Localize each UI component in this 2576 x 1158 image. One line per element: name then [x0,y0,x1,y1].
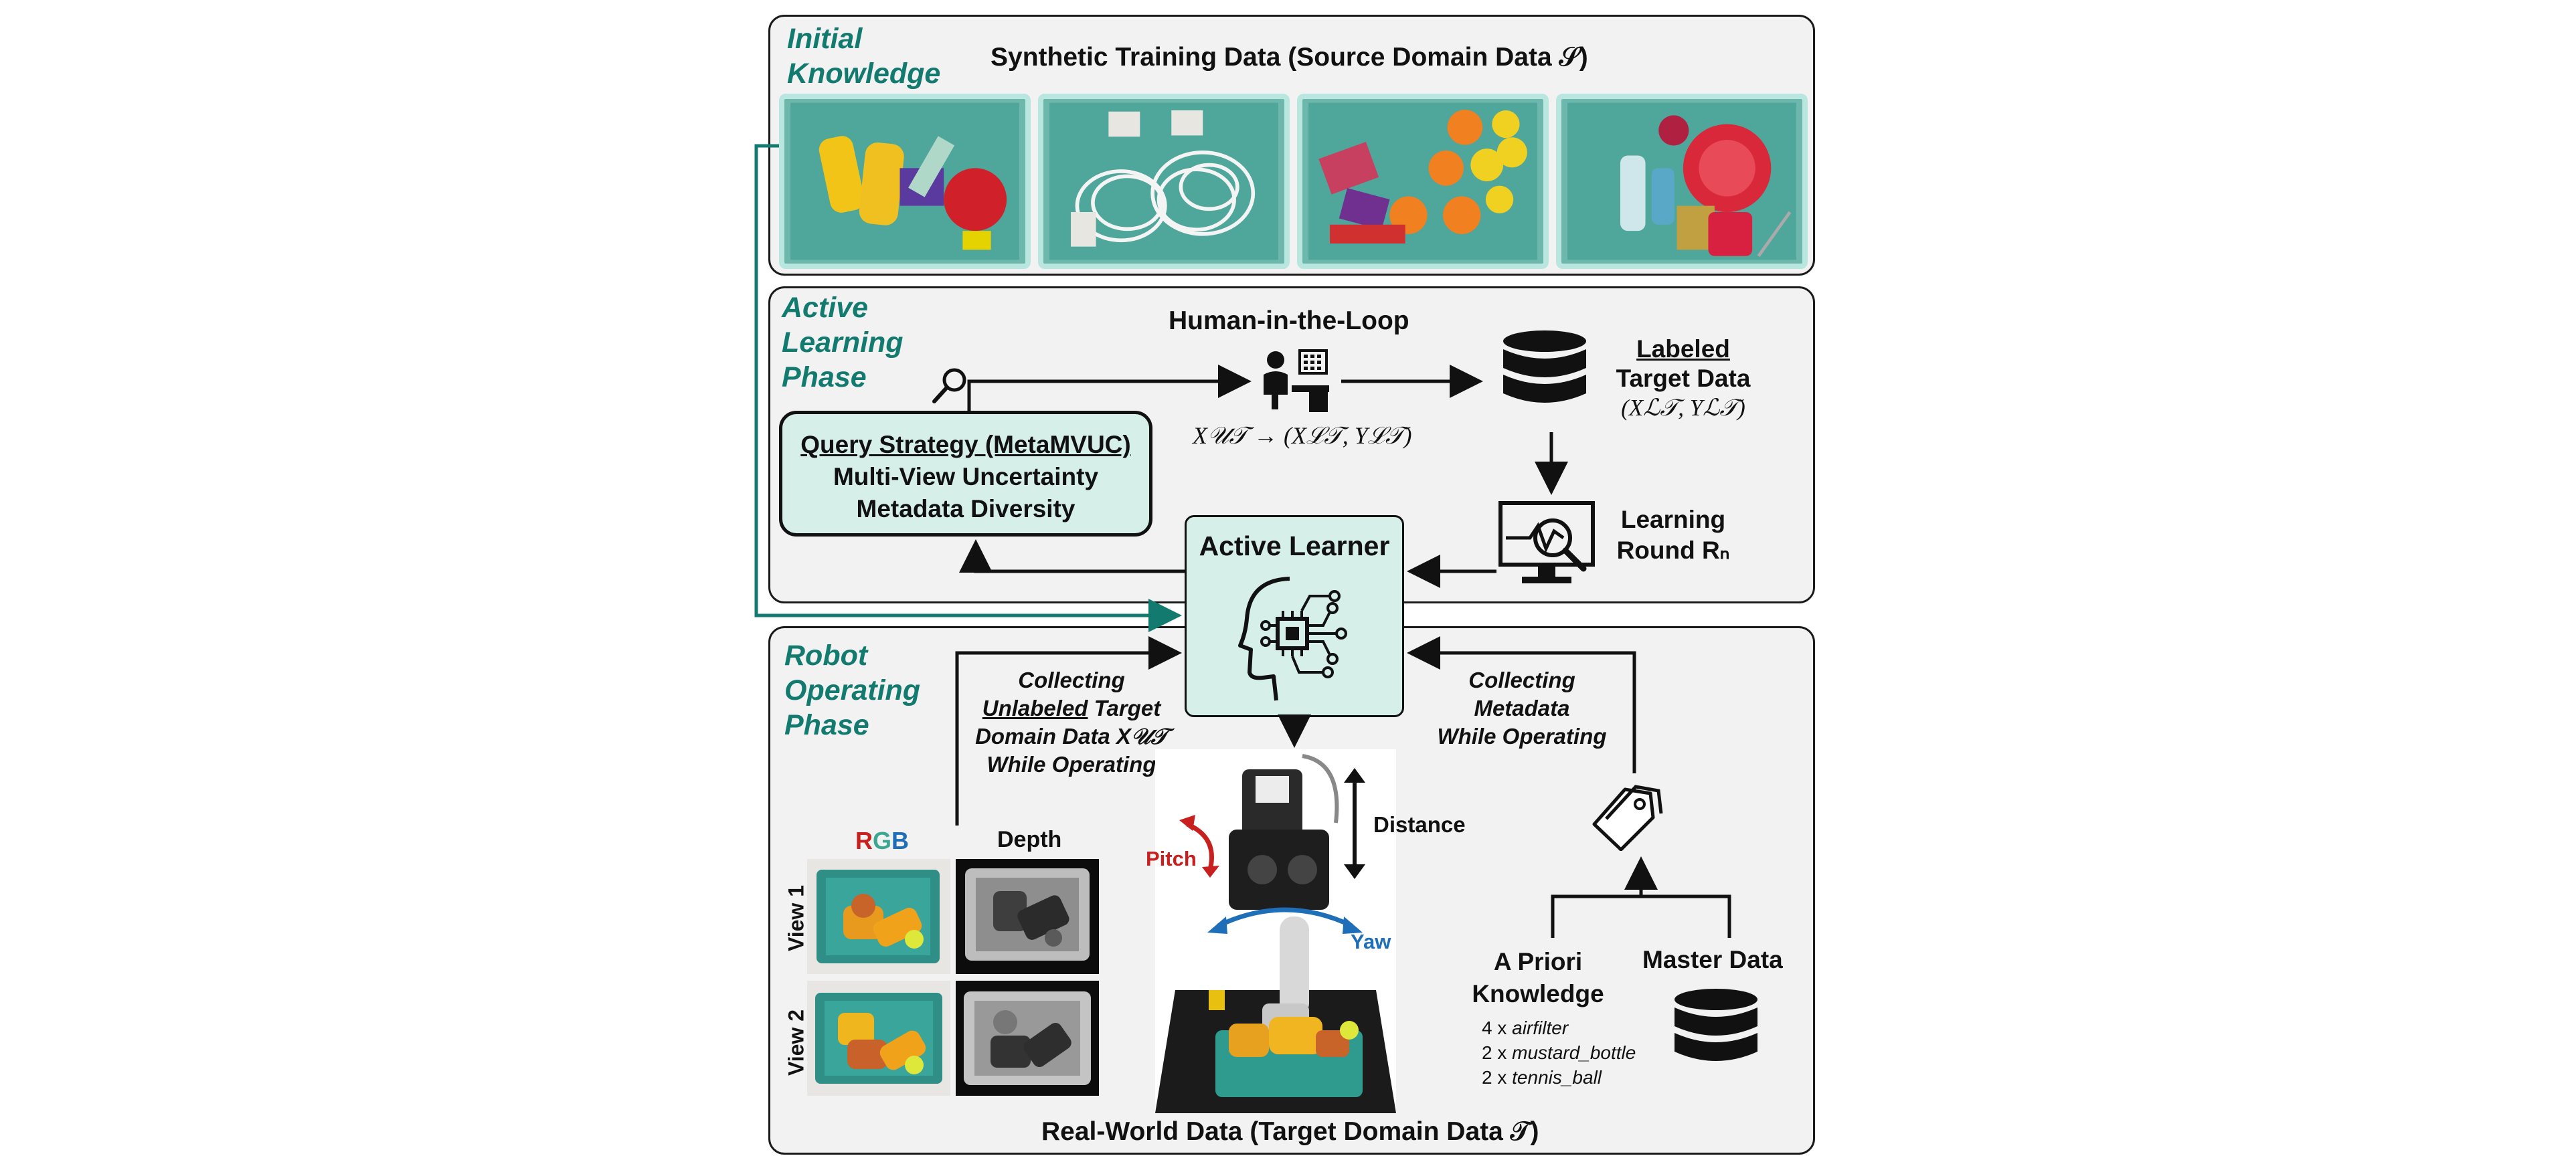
phase-word: Operating [784,674,921,706]
synthetic-tray-2 [1038,94,1290,269]
yaw-arrow-icon [1205,896,1365,937]
collecting-line1: Collecting [1018,668,1125,692]
phase-word: Learning [782,326,904,359]
rgb-label: RGB [855,827,909,855]
tag-icon [1586,777,1666,852]
rgb-b: B [891,827,910,854]
collecting-unlabeled-text: Collecting Unlabeled Target Domain Data … [961,666,1182,779]
query-strategy-line2: Metadata Diversity [856,495,1076,522]
unlabeled-word: Unlabeled [982,696,1088,720]
phase-word: Phase [782,361,867,393]
active-learner-title: Active Learner [1199,530,1390,561]
query-strategy-box: Query Strategy (MetaMVUC) Multi-View Unc… [779,411,1152,537]
learning-round: Learning Round Rₙ [1606,504,1740,566]
phase-word: Initial [787,23,863,55]
view-2-rgb-image [807,981,950,1096]
view-2-depth-image [956,981,1099,1096]
ai-head-icon [1236,572,1357,706]
collecting-line3: Domain Data X𝒰𝒯 [975,724,1168,749]
depth-label: Depth [997,827,1062,852]
a-priori-title: A Priori Knowledge [1464,946,1612,1010]
metadata-line1: Collecting [1468,668,1575,692]
synthetic-tray-3 [1297,94,1549,269]
view-1-rgb-image [807,859,950,974]
list-item: 4 x airfilter [1482,1018,1569,1038]
phase-word: Knowledge [787,58,941,90]
tray-2-objects [1049,102,1278,260]
labeled-word: Labeled [1636,335,1730,363]
target-data-word: Target Data [1616,365,1751,392]
distance-label: Distance [1373,812,1466,837]
query-strategy-line1: Multi-View Uncertainty [833,463,1099,490]
synthetic-data-title: Synthetic Training Data (Source Domain D… [991,43,1588,72]
phase-word: Active [782,292,869,324]
learning-round-line2: Round Rₙ [1616,537,1730,564]
list-item: 2 x mustard_bottle [1482,1042,1636,1063]
a-priori-list: 4 x airfilter 2 x mustard_bottle 2 x ten… [1482,1016,1636,1090]
human-in-the-loop-title: Human-in-the-Loop [1169,306,1409,335]
learning-round-line1: Learning [1620,506,1726,533]
query-strategy-title: Query Strategy (MetaMVUC) [800,431,1131,458]
metadata-line2: Metadata [1474,696,1570,720]
metadata-line3: While Operating [1437,724,1607,749]
labeled-target-data: Labeled Target Data (Xℒ𝒯, Yℒ𝒯) [1600,334,1767,423]
yaw-label: Yaw [1351,930,1391,953]
tray-1-objects [790,102,1019,260]
rgb-g: G [873,827,892,854]
pitch-label: Pitch [1146,847,1197,870]
active-learner-box: Active Learner [1185,515,1404,717]
active-learning-label: Active Learning Phase [782,290,904,395]
rgb-r: R [855,827,873,854]
a-priori-line2: Knowledge [1472,980,1604,1007]
tray-3-objects [1308,102,1537,260]
a-priori-line1: A Priori [1493,948,1583,975]
labeled-formula: (Xℒ𝒯, Yℒ𝒯) [1621,395,1745,421]
mapping-formula: X𝒰𝒯 → (Xℒ𝒯, Yℒ𝒯) [1193,422,1412,449]
target-word: Target [1088,696,1161,720]
initial-knowledge-label: Initial Knowledge [787,21,940,91]
monitor-chart-icon [1496,499,1597,589]
robot-operating-label: Robot Operating Phase [784,638,920,743]
tray-4-objects [1567,102,1796,260]
pitch-arrow-icon [1178,811,1225,878]
master-database-icon [1672,987,1760,1074]
database-icon [1500,329,1589,416]
magnifier-icon [930,365,970,405]
collecting-metadata-text: Collecting Metadata While Operating [1415,666,1629,751]
synthetic-tray-4 [1556,94,1808,269]
human-operator-icon [1258,348,1332,415]
distance-arrow-icon [1341,767,1368,880]
phase-word: Phase [784,709,869,741]
collecting-line4: While Operating [986,752,1156,777]
list-item: 2 x tennis_ball [1482,1067,1602,1088]
view-1-depth-image [956,859,1099,974]
synthetic-tray-1 [779,94,1031,269]
real-world-data-title: Real-World Data (Target Domain Data 𝒯) [1041,1117,1539,1146]
master-data-title: Master Data [1642,946,1783,973]
phase-word: Robot [784,640,868,672]
